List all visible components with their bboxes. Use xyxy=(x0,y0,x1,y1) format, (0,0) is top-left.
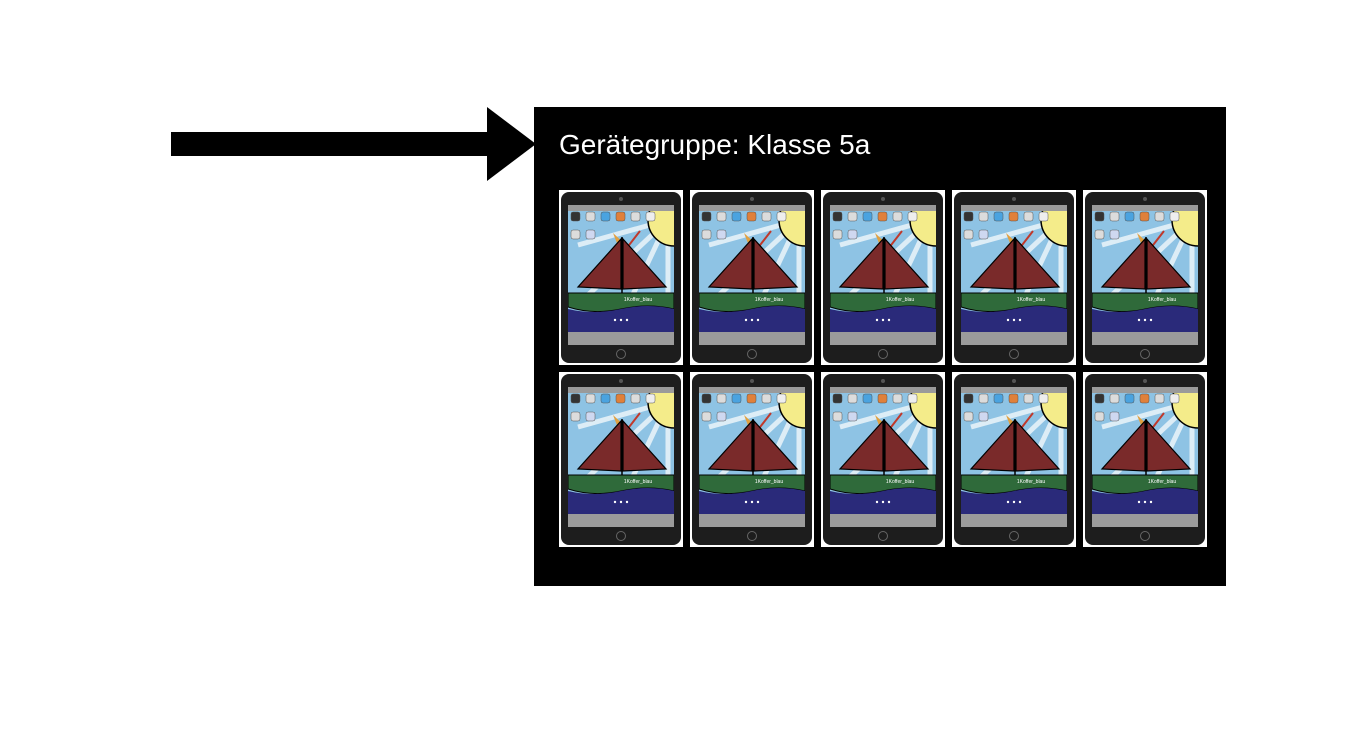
home-button xyxy=(878,531,888,541)
tablet-icon: 1Koffer_blau xyxy=(823,374,943,545)
arrow-shaft xyxy=(171,132,489,156)
wallpaper-image: 1Koffer_blau xyxy=(699,387,805,527)
camera-dot xyxy=(881,197,885,201)
svg-text:1Koffer_blau: 1Koffer_blau xyxy=(886,479,914,485)
device-tile[interactable]: 1Koffer_blau xyxy=(559,372,683,547)
tablet-icon: 1Koffer_blau xyxy=(823,192,943,363)
svg-text:1Koffer_blau: 1Koffer_blau xyxy=(886,297,914,303)
wallpaper-image: 1Koffer_blau xyxy=(1092,387,1198,527)
svg-text:1Koffer_blau: 1Koffer_blau xyxy=(1017,479,1045,485)
tablet-icon: 1Koffer_blau xyxy=(954,192,1074,363)
camera-dot xyxy=(750,197,754,201)
device-grid: 1Koffer_blau xyxy=(559,190,1207,547)
wallpaper-image: 1Koffer_blau xyxy=(830,205,936,345)
device-tile[interactable]: 1Koffer_blau xyxy=(690,372,814,547)
svg-text:1Koffer_blau: 1Koffer_blau xyxy=(624,297,652,303)
svg-text:1Koffer_blau: 1Koffer_blau xyxy=(755,297,783,303)
home-button xyxy=(616,349,626,359)
tablet-screen: 1Koffer_blau xyxy=(830,387,936,527)
tablet-icon: 1Koffer_blau xyxy=(954,374,1074,545)
camera-dot xyxy=(1012,197,1016,201)
svg-text:1Koffer_blau: 1Koffer_blau xyxy=(1148,479,1176,485)
tablet-screen: 1Koffer_blau xyxy=(1092,205,1198,345)
device-tile[interactable]: 1Koffer_blau xyxy=(1083,372,1207,547)
camera-dot xyxy=(1143,197,1147,201)
camera-dot xyxy=(1012,379,1016,383)
tablet-screen: 1Koffer_blau xyxy=(961,205,1067,345)
home-button xyxy=(1140,349,1150,359)
wallpaper-image: 1Koffer_blau xyxy=(1092,205,1198,345)
device-tile[interactable]: 1Koffer_blau xyxy=(952,372,1076,547)
device-tile[interactable]: 1Koffer_blau xyxy=(1083,190,1207,365)
device-group-panel: Gerätegruppe: Klasse 5a xyxy=(534,107,1226,586)
tablet-screen: 1Koffer_blau xyxy=(1092,387,1198,527)
tablet-screen: 1Koffer_blau xyxy=(961,387,1067,527)
device-tile[interactable]: 1Koffer_blau xyxy=(952,190,1076,365)
home-button xyxy=(878,349,888,359)
wallpaper-image: 1Koffer_blau xyxy=(568,387,674,527)
home-button xyxy=(1009,531,1019,541)
tablet-icon: 1Koffer_blau xyxy=(561,374,681,545)
wallpaper-image: 1Koffer_blau xyxy=(568,205,674,345)
home-button xyxy=(1140,531,1150,541)
wallpaper-image: 1Koffer_blau xyxy=(699,205,805,345)
svg-text:1Koffer_blau: 1Koffer_blau xyxy=(755,479,783,485)
svg-text:1Koffer_blau: 1Koffer_blau xyxy=(1148,297,1176,303)
tablet-icon: 1Koffer_blau xyxy=(692,374,812,545)
tablet-screen: 1Koffer_blau xyxy=(830,205,936,345)
wallpaper-image: 1Koffer_blau xyxy=(830,387,936,527)
tablet-icon: 1Koffer_blau xyxy=(561,192,681,363)
wallpaper-image: 1Koffer_blau xyxy=(961,205,1067,345)
svg-text:1Koffer_blau: 1Koffer_blau xyxy=(1017,297,1045,303)
wallpaper-image: 1Koffer_blau xyxy=(961,387,1067,527)
tablet-screen: 1Koffer_blau xyxy=(568,387,674,527)
home-button xyxy=(1009,349,1019,359)
camera-dot xyxy=(619,197,623,201)
camera-dot xyxy=(881,379,885,383)
camera-dot xyxy=(619,379,623,383)
home-button xyxy=(616,531,626,541)
device-tile[interactable]: 1Koffer_blau xyxy=(559,190,683,365)
device-tile[interactable]: 1Koffer_blau xyxy=(690,190,814,365)
tablet-screen: 1Koffer_blau xyxy=(568,205,674,345)
tablet-screen: 1Koffer_blau xyxy=(699,387,805,527)
camera-dot xyxy=(1143,379,1147,383)
home-button xyxy=(747,349,757,359)
right-arrow-icon xyxy=(487,107,536,181)
svg-text:1Koffer_blau: 1Koffer_blau xyxy=(624,479,652,485)
home-button xyxy=(747,531,757,541)
tablet-icon: 1Koffer_blau xyxy=(692,192,812,363)
tablet-screen: 1Koffer_blau xyxy=(699,205,805,345)
camera-dot xyxy=(750,379,754,383)
device-tile[interactable]: 1Koffer_blau xyxy=(821,372,945,547)
panel-title: Gerätegruppe: Klasse 5a xyxy=(559,129,871,160)
tablet-icon: 1Koffer_blau xyxy=(1085,374,1205,545)
device-tile[interactable]: 1Koffer_blau xyxy=(821,190,945,365)
tablet-icon: 1Koffer_blau xyxy=(1085,192,1205,363)
